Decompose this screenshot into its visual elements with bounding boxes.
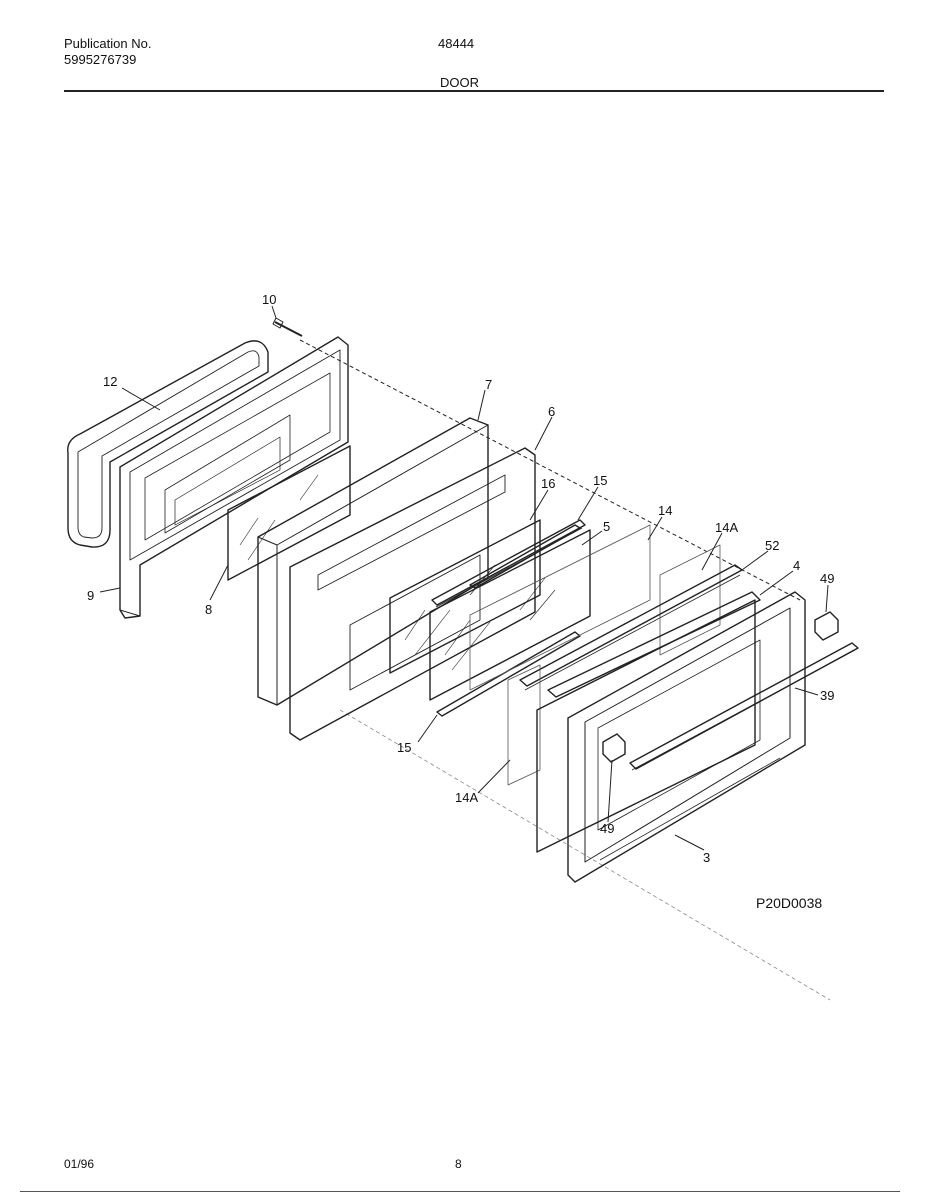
insulation-sheet-lower-part	[507, 599, 756, 853]
outer-door-frame-part	[119, 336, 349, 619]
inner-glass-part	[227, 445, 351, 581]
assembly-axis-line	[299, 339, 801, 601]
callout-12: 12	[103, 374, 117, 389]
door-handle-part	[629, 642, 859, 771]
header-rule	[64, 90, 884, 92]
insulation-sheet-upper-part	[659, 544, 721, 656]
footer-rule	[20, 1191, 900, 1192]
callout-5: 5	[603, 519, 610, 534]
callout-8: 8	[205, 602, 212, 617]
assembly-axis-line-lower	[339, 709, 831, 1001]
door-liner-part	[547, 591, 761, 698]
callout-14A-bottom: 14A	[455, 790, 478, 805]
handle-end-cap-part	[602, 611, 839, 763]
callout-39: 39	[820, 688, 834, 703]
publication-label: Publication No.	[64, 36, 152, 51]
callout-4: 4	[793, 558, 800, 573]
outer-door-panel-part	[567, 591, 806, 883]
door-gasket-part	[67, 340, 269, 548]
page-number: 8	[455, 1157, 462, 1171]
callout-14A-top: 14A	[715, 520, 738, 535]
screw-part	[272, 317, 303, 337]
callout-49-bottom: 49	[600, 821, 614, 836]
model-number: 48444	[438, 36, 475, 51]
callout-9: 9	[87, 588, 94, 603]
glass-part	[429, 529, 591, 701]
callout-14: 14	[658, 503, 672, 518]
bottom-bracket-part	[436, 631, 581, 717]
callout-49-right: 49	[820, 571, 834, 586]
section-title: DOOR	[440, 75, 479, 90]
callout-16: 16	[541, 476, 555, 491]
callout-10: 10	[262, 292, 276, 307]
insulation-sheet-part	[469, 524, 651, 691]
callout-3: 3	[703, 850, 710, 865]
figure-code: P20D0038	[756, 895, 823, 911]
inner-door-panel-part	[289, 447, 536, 741]
callout-52: 52	[765, 538, 779, 553]
publication-number: 5995276739	[64, 52, 137, 67]
date-code: 01/96	[64, 1157, 95, 1171]
callout-15-bottom: 15	[397, 740, 411, 755]
callout-6: 6	[548, 404, 555, 419]
leader-lines	[99, 305, 829, 851]
callout-7: 7	[485, 377, 492, 392]
callout-15-top: 15	[593, 473, 607, 488]
channel-part	[519, 564, 743, 691]
